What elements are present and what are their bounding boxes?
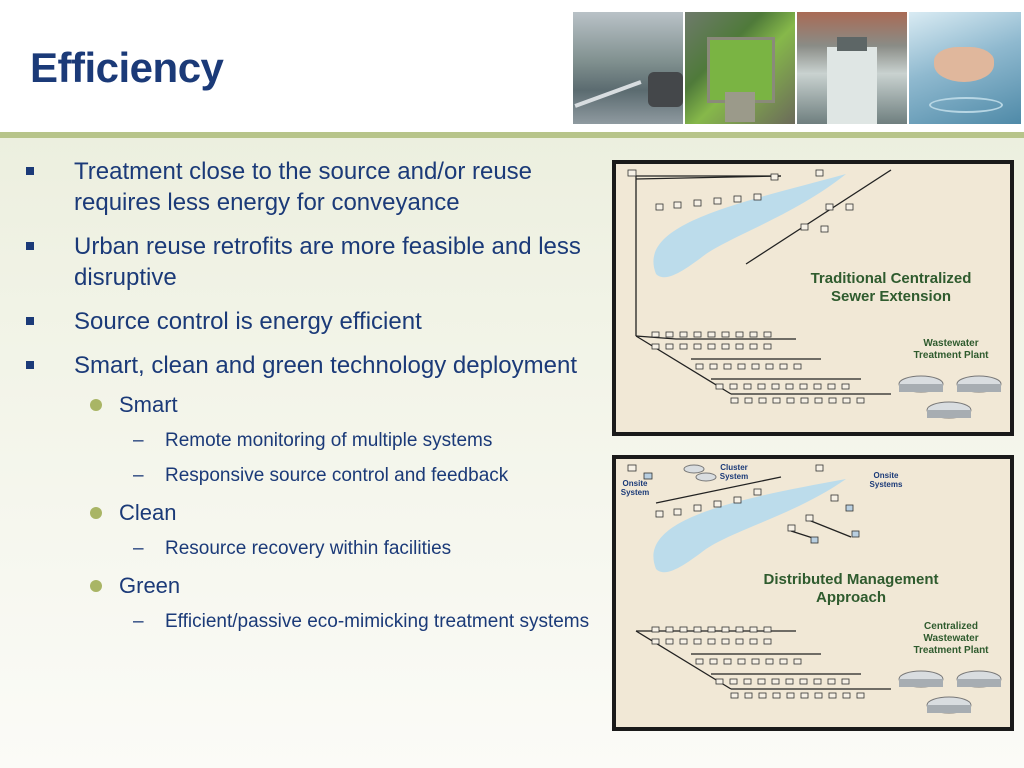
bullet-text: Treatment close to the source and/or reu… (74, 158, 533, 216)
square-bullet-icon (26, 242, 34, 250)
sub-sub-bullet-text: Responsive source control and feedback (165, 465, 509, 486)
river-shape (653, 174, 846, 278)
slide-header: Efficiency (0, 0, 1024, 132)
bullet-text: Smart, clean and green technology deploy… (74, 352, 577, 379)
dash-bullet-icon: – (133, 430, 144, 451)
plant-label: Centralized Wastewater Treatment Plant (913, 621, 989, 656)
sub-bullet-smart: Smart (22, 391, 592, 419)
dash-bullet-icon: – (133, 465, 144, 486)
bullet-item: Source control is energy efficient (22, 306, 592, 337)
dash-bullet-icon: – (133, 611, 144, 632)
photo-green-roof (685, 12, 795, 124)
photo-hands-water (909, 12, 1021, 124)
bullet-item: Smart, clean and green technology deploy… (22, 350, 592, 381)
square-bullet-icon (26, 361, 34, 369)
treatment-tanks (898, 375, 1002, 419)
cluster-system-label: Cluster System (719, 463, 749, 481)
sub-bullet-text: Smart (119, 392, 178, 417)
sub-sub-bullet: –Resource recovery within facilities (22, 537, 592, 561)
sub-bullet-text: Clean (119, 500, 177, 525)
house-icons (627, 169, 854, 233)
bullet-text: Urban reuse retrofits are more feasible … (74, 233, 581, 291)
treatment-tanks (898, 670, 1002, 714)
sewer-network-drawing (627, 169, 1002, 419)
circle-bullet-icon (90, 507, 102, 519)
onsite-system-label: Onsite System (620, 479, 650, 497)
square-bullet-icon (26, 167, 34, 175)
sub-sub-bullet-text: Resource recovery within facilities (165, 538, 452, 559)
distributed-network-drawing (627, 464, 1002, 714)
square-bullet-icon (26, 317, 34, 325)
plant-label: Wastewater Treatment Plant (913, 338, 989, 361)
sub-sub-bullet: –Responsive source control and feedback (22, 464, 592, 488)
sub-sub-bullet: –Efficient/passive eco-mimicking treatme… (22, 610, 592, 634)
house-icons (627, 464, 860, 544)
centralized-sewer-diagram: Traditional Centralized Sewer Extension … (612, 160, 1014, 436)
sub-bullet-clean: Clean (22, 499, 592, 527)
onsite-systems-label: Onsite Systems (869, 471, 903, 489)
distributed-management-diagram: Onsite System Cluster System Onsite Syst… (612, 455, 1014, 731)
house-row-icons (651, 626, 865, 699)
sub-sub-bullet-text: Remote monitoring of multiple systems (165, 430, 493, 451)
dash-bullet-icon: – (133, 538, 144, 559)
bullet-item: Treatment close to the source and/or reu… (22, 156, 592, 218)
bullet-list: Treatment close to the source and/or reu… (22, 156, 592, 645)
cluster-tanks (683, 464, 717, 482)
photo-rainy-street (573, 12, 683, 124)
sub-sub-bullet: –Remote monitoring of multiple systems (22, 429, 592, 453)
circle-bullet-icon (90, 580, 102, 592)
river-shape (653, 479, 846, 573)
bullet-item: Urban reuse retrofits are more feasible … (22, 231, 592, 293)
diagram-title: Traditional Centralized Sewer Extension (810, 270, 972, 305)
photo-treatment-channel (797, 12, 907, 124)
bullet-text: Source control is energy efficient (74, 308, 422, 335)
header-divider (0, 132, 1024, 138)
slide-title: Efficiency (30, 44, 224, 91)
house-row-icons (651, 331, 865, 404)
diagram-title: Distributed Management Approach (763, 571, 939, 606)
sub-bullet-green: Green (22, 572, 592, 600)
sub-sub-bullet-text: Efficient/passive eco-mimicking treatmen… (165, 611, 590, 632)
sub-bullet-text: Green (119, 573, 181, 598)
circle-bullet-icon (90, 399, 102, 411)
